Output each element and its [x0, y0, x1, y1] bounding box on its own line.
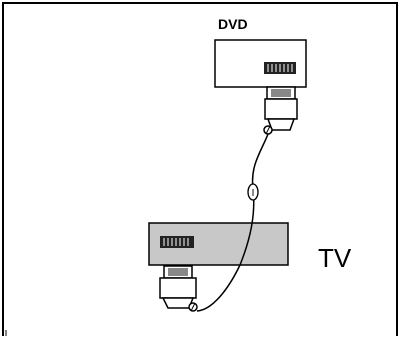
cable-marker-label: I: [252, 188, 255, 199]
dvd-label: DVD: [218, 16, 248, 32]
tv-scart-socket: [160, 236, 194, 248]
tv-label: TV: [318, 243, 352, 273]
tv-scart-plug: [159, 265, 198, 312]
cable-marker: I: [247, 183, 259, 201]
scart-cable: [196, 133, 269, 312]
dvd-scart-plug: [263, 86, 298, 135]
dvd-scart-socket: [264, 62, 296, 74]
outer-frame: [2, 2, 398, 336]
